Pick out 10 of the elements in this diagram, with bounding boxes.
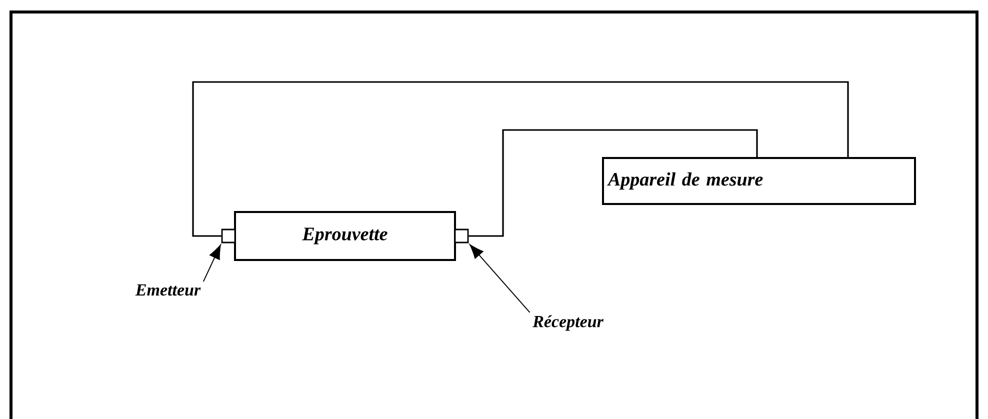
connection-line (192, 81, 849, 237)
specimen-box: Eprouvette (234, 211, 456, 261)
emitter-label: Emetteur (135, 284, 201, 296)
instrument-box: Appareil de mesure (602, 157, 916, 205)
receiver-label: Récepteur (532, 315, 604, 331)
emitter-square (221, 228, 236, 244)
connection-line (468, 129, 758, 237)
leader-arrow (470, 244, 530, 313)
leader-arrow (202, 244, 221, 282)
receiver-square (454, 228, 469, 244)
